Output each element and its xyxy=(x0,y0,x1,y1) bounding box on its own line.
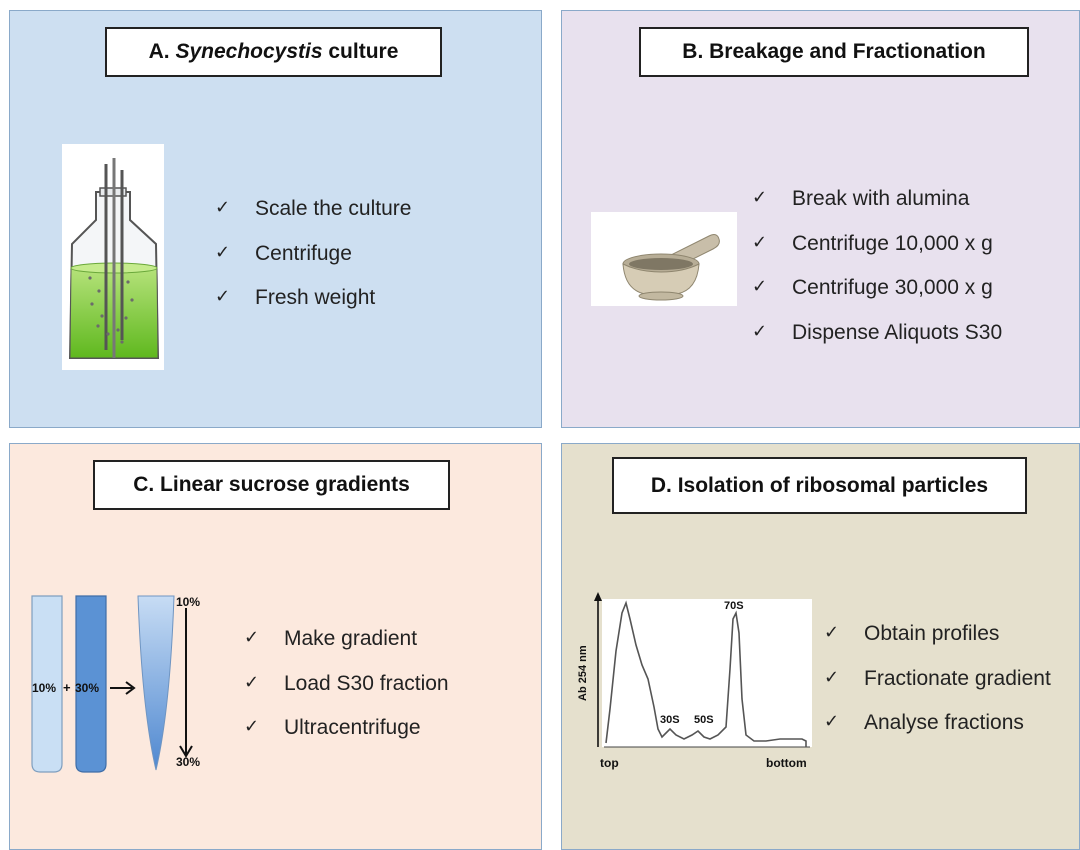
panel-b: B. Breakage and Fractionation ✓ Break wit… xyxy=(561,10,1080,428)
culture-flask-illustration xyxy=(62,144,164,370)
panel-a-title-prefix: A. xyxy=(148,40,170,63)
check-icon: ✓ xyxy=(244,716,260,737)
x-axis-label-bottom: bottom xyxy=(766,756,807,770)
mortar-and-pestle-illustration xyxy=(591,212,737,306)
check-icon: ✓ xyxy=(215,197,231,218)
gradient-tubes-illustration: 10% + 30% 10% 30% xyxy=(31,595,200,773)
ribosome-profile-plot: Ab 254 nm top bottom 30S 50S 70S xyxy=(577,592,812,770)
panel-b-title: B. Breakage and Fractionation xyxy=(639,27,1029,77)
checklist-item-label: Ultracentrifuge xyxy=(284,716,421,739)
panel-d-title: D. Isolation of ribosomal particles xyxy=(612,457,1027,514)
check-icon: ✓ xyxy=(244,671,260,693)
x-axis-label-top: top xyxy=(600,756,619,770)
checklist-item-label: Fresh weight xyxy=(255,286,376,309)
checklist-item-label: Dispense Aliquots S30 xyxy=(792,320,1003,344)
panel-a: A. Synechocystis culture ✓Scale the c xyxy=(9,10,542,428)
peak-label-50s: 50S xyxy=(694,714,714,726)
panel-c: C. Linear sucrose gradients 10% + 30% 10… xyxy=(9,443,542,850)
checklist-item-label: Scale the culture xyxy=(255,197,412,220)
tube-30-percent xyxy=(75,595,107,773)
check-icon: ✓ xyxy=(752,276,768,297)
checklist-item-label: Break with alumina xyxy=(792,187,970,210)
check-icon: ✓ xyxy=(215,286,231,307)
checklist-item-label: Obtain profiles xyxy=(864,622,1000,645)
peak-label-70s: 70S xyxy=(724,600,744,612)
peak-label-30s: 30S xyxy=(660,714,680,726)
check-icon: ✓ xyxy=(244,627,260,648)
panel-a-title-italic: Synechocystis xyxy=(175,40,323,63)
checklist-item-label: Fractionate gradient xyxy=(864,666,1051,690)
checklist-item-label: Centrifuge 10,000 x g xyxy=(792,231,993,255)
panel-a-title-suffix: culture xyxy=(328,40,399,63)
checklist-item-label: Analyse fractions xyxy=(864,711,1024,734)
panel-a-title: A. Synechocystis culture xyxy=(105,27,442,77)
gradient-top-label: 10% xyxy=(176,595,200,609)
plus-sign: + xyxy=(63,680,71,695)
gradient-bottom-label: 30% xyxy=(176,755,200,769)
checklist-item-label: Centrifuge 30,000 x g xyxy=(792,276,993,299)
check-icon: ✓ xyxy=(824,666,840,688)
tube-10-percent xyxy=(31,595,63,773)
checklist-item-label: Centrifuge xyxy=(255,241,352,265)
tube-1-label: 10% xyxy=(32,681,56,695)
check-icon: ✓ xyxy=(824,711,840,732)
check-icon: ✓ xyxy=(215,241,231,263)
checklist-item-label: Make gradient xyxy=(284,627,418,650)
check-icon: ✓ xyxy=(824,622,840,643)
check-icon: ✓ xyxy=(752,187,768,208)
y-axis-label: Ab 254 nm xyxy=(577,645,589,701)
panel-d: D. Isolation of ribosomal particles Ab 2… xyxy=(561,443,1080,850)
panel-c-title: C. Linear sucrose gradients xyxy=(93,460,450,510)
check-icon: ✓ xyxy=(752,231,768,253)
checklist-item-label: Load S30 fraction xyxy=(284,671,449,695)
tube-2-label: 30% xyxy=(75,681,99,695)
check-icon: ✓ xyxy=(752,320,768,342)
